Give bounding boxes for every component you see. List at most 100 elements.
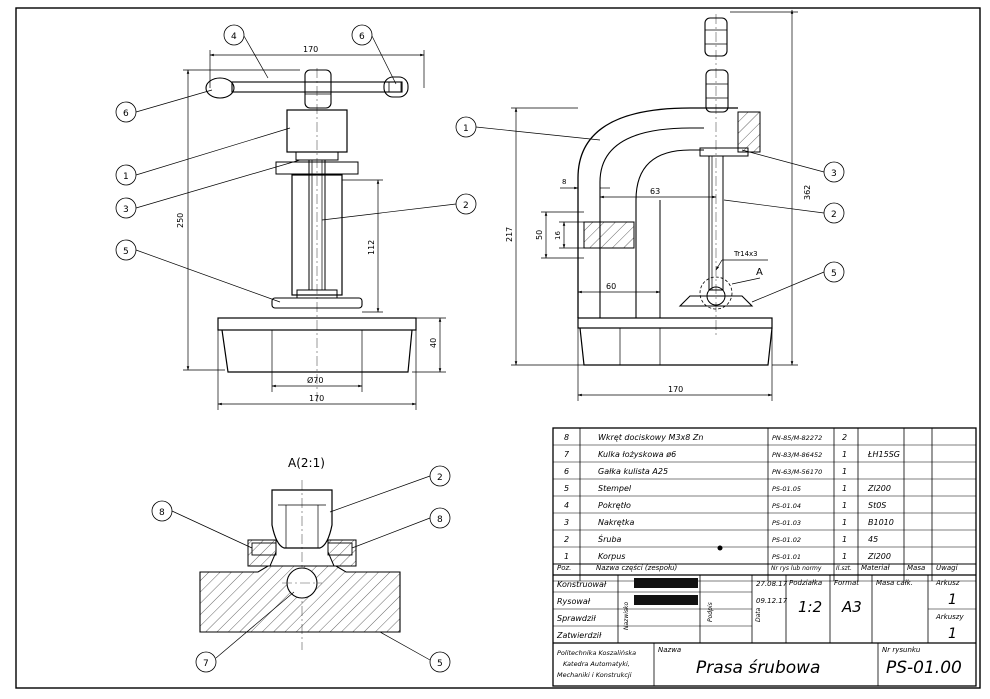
parts-cell-name: Korpus bbox=[598, 552, 625, 561]
svg-text:6: 6 bbox=[123, 109, 129, 119]
front-balloon-1: 1 bbox=[115, 164, 137, 186]
side-balloon-1: 1 bbox=[455, 116, 477, 138]
parts-cell-qty: 1 bbox=[842, 450, 847, 459]
role-konstruowal: Konstruował bbox=[557, 580, 607, 589]
label-sheet: Arkusz bbox=[935, 579, 960, 587]
side-section-marker: A bbox=[756, 267, 763, 278]
label-drawing-name: Nazwa bbox=[658, 646, 681, 654]
svg-text:3: 3 bbox=[831, 169, 837, 179]
parts-cell-norm: PN-83/M-86452 bbox=[772, 451, 822, 459]
sheet-number: 1 bbox=[948, 592, 957, 608]
date-konstruowal: 27.08.17 bbox=[756, 580, 788, 588]
front-view: 170 250 112 40 Ø70 170 4 bbox=[115, 24, 477, 410]
front-balloon-6-top: 6 bbox=[351, 24, 373, 46]
svg-text:4: 4 bbox=[231, 32, 237, 42]
parts-cell-name: Nakrętka bbox=[598, 518, 635, 527]
detail-view: A(2:1) 2 8 8 bbox=[151, 456, 451, 673]
date-rysowal: 09.12.17 bbox=[756, 597, 788, 605]
side-dim-thread: Tr14x3 bbox=[733, 250, 758, 258]
front-dim-inner-dia: Ø70 bbox=[307, 375, 323, 385]
svg-text:7: 7 bbox=[203, 659, 209, 669]
front-dim-stroke: 112 bbox=[367, 240, 376, 255]
parts-cell-pos: 2 bbox=[564, 535, 569, 544]
side-dim-base-width: 170 bbox=[668, 385, 683, 394]
front-balloon-6-left: 6 bbox=[115, 101, 137, 123]
label-podpis: Podpis bbox=[707, 602, 714, 622]
parts-cell-qty: 2 bbox=[842, 433, 847, 442]
front-dim-base-height: 40 bbox=[429, 338, 438, 348]
detail-title: A(2:1) bbox=[288, 456, 325, 470]
parts-cell-qty: 1 bbox=[842, 518, 847, 527]
parts-cell-norm: PN-85/M-82272 bbox=[772, 434, 822, 442]
svg-text:5: 5 bbox=[437, 659, 443, 669]
sheets-count: 1 bbox=[948, 626, 957, 642]
parts-cell-qty: 1 bbox=[842, 535, 847, 544]
parts-cell-norm: PN-63/M-56170 bbox=[772, 468, 822, 476]
label-data: Data bbox=[755, 607, 762, 622]
parts-row: 5 Stempel PS-01.05 1 Zl200 bbox=[564, 484, 891, 493]
parts-cell-norm: PS-01.03 bbox=[772, 519, 801, 527]
parts-cell-name: Pokrętło bbox=[598, 501, 631, 510]
side-dim-base-reach: 60 bbox=[606, 282, 616, 291]
parts-cell-qty: 1 bbox=[842, 552, 847, 561]
label-scale: Podziałka bbox=[789, 579, 822, 587]
drawing-name: Prasa śrubowa bbox=[696, 658, 820, 678]
drawing-number: PS-01.00 bbox=[886, 658, 962, 678]
redacted-name-1 bbox=[634, 578, 698, 588]
role-rysowal: Rysował bbox=[557, 597, 591, 606]
svg-text:Uwagi: Uwagi bbox=[936, 564, 958, 572]
side-balloon-3: 3 bbox=[823, 161, 845, 183]
svg-text:Il.szt.: Il.szt. bbox=[836, 565, 852, 572]
side-dim-height-362: 362 bbox=[803, 185, 812, 200]
parts-list-header: Poz. Nazwa części (zespołu) Nr rys lub n… bbox=[557, 564, 958, 572]
svg-text:Materiał: Materiał bbox=[861, 564, 890, 572]
parts-cell-material: Zl200 bbox=[867, 484, 891, 493]
side-balloon-5: 5 bbox=[823, 261, 845, 283]
parts-cell-norm: PS-01.02 bbox=[772, 536, 801, 544]
institution-line-2: Katedra Automatyki, bbox=[563, 660, 630, 668]
parts-cell-name: Kulka łożyskowa ø6 bbox=[598, 450, 676, 459]
parts-cell-qty: 1 bbox=[842, 484, 847, 493]
parts-cell-pos: 3 bbox=[564, 518, 569, 527]
side-view: 8 63 217 50 16 Tr14x3 A 60 362 170 bbox=[455, 9, 845, 401]
side-dim-wall: 8 bbox=[562, 178, 566, 186]
svg-text:Masa: Masa bbox=[907, 564, 925, 572]
svg-text:2: 2 bbox=[437, 473, 443, 483]
front-balloon-4: 4 bbox=[223, 24, 245, 46]
redacted-name-2 bbox=[634, 595, 698, 605]
svg-text:1: 1 bbox=[463, 124, 469, 134]
label-nazwisko: Nazwisko bbox=[623, 602, 630, 630]
svg-text:2: 2 bbox=[463, 201, 469, 211]
parts-cell-name: Stempel bbox=[598, 484, 632, 493]
detail-balloon-8-right: 8 bbox=[429, 507, 451, 529]
sheet-border bbox=[15, 7, 981, 689]
format-value: A3 bbox=[841, 598, 862, 616]
parts-cell-pos: 7 bbox=[564, 450, 570, 459]
svg-text:1: 1 bbox=[123, 172, 129, 182]
side-dim-reach: 63 bbox=[650, 187, 660, 196]
parts-cell-name: Gałka kulista A25 bbox=[598, 467, 668, 476]
parts-cell-norm: PS-01.05 bbox=[772, 485, 801, 493]
parts-cell-qty: 1 bbox=[842, 501, 847, 510]
side-dim-height-217: 217 bbox=[505, 227, 514, 242]
parts-cell-norm: PS-01.01 bbox=[772, 553, 801, 561]
institution-line-3: Mechaniki i Konstrukcji bbox=[557, 671, 632, 679]
svg-text:6: 6 bbox=[359, 32, 365, 42]
parts-cell-material: St0S bbox=[868, 501, 886, 510]
role-zatwierdzil: Zatwierdził bbox=[556, 631, 602, 640]
parts-cell-material: Zl200 bbox=[867, 552, 891, 561]
parts-cell-qty: 1 bbox=[842, 467, 847, 476]
detail-balloon-2: 2 bbox=[429, 465, 451, 487]
parts-cell-material: 45 bbox=[868, 535, 878, 544]
svg-text:Nr rys lub normy: Nr rys lub normy bbox=[771, 565, 822, 572]
label-drawing-number: Nr rysunku bbox=[882, 646, 921, 654]
parts-cell-norm: PS-01.04 bbox=[772, 502, 801, 510]
parts-cell-pos: 5 bbox=[564, 484, 569, 493]
